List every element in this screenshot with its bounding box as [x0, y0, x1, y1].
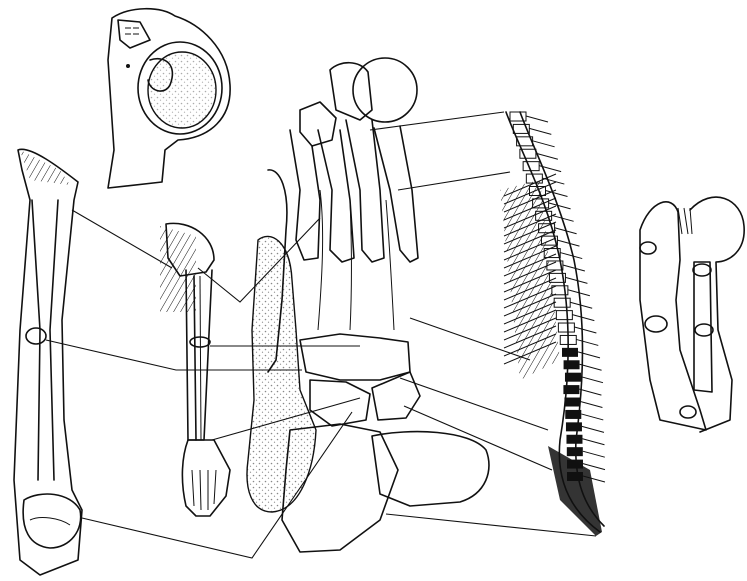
spinous-process [533, 141, 555, 147]
spinous-process [560, 253, 582, 259]
leader-line [400, 378, 548, 430]
spinous-process [578, 352, 600, 358]
spinous-process [582, 426, 604, 432]
vertebra [564, 360, 580, 369]
vertebra [567, 447, 583, 456]
small-bone-drawing [640, 197, 744, 432]
leader-line [398, 172, 510, 190]
vertebra [565, 410, 581, 419]
spinous-process [581, 414, 603, 420]
vertebra [554, 298, 570, 307]
leader-line [386, 514, 596, 536]
foot-skeleton-drawing [247, 58, 489, 552]
spinous-process [574, 327, 596, 333]
spinous-process [582, 439, 604, 445]
spinous-process [526, 116, 548, 122]
vertebra [566, 435, 582, 444]
vertebra [566, 422, 582, 431]
vertebra [563, 385, 579, 394]
spinous-process [583, 451, 605, 457]
vertebra [556, 311, 572, 320]
vertebra [558, 323, 574, 332]
skull-section-drawing [108, 9, 230, 188]
spinous-process [576, 339, 598, 345]
leader-lines [46, 112, 596, 558]
leg-bone-drawing [14, 149, 82, 575]
spinous-process [572, 315, 594, 321]
vertebra [523, 162, 539, 171]
leader-line [410, 318, 530, 360]
vertebral-column-drawing [500, 112, 605, 536]
spinous-process [579, 389, 601, 395]
leader-line [72, 210, 172, 268]
vertebra [562, 348, 578, 357]
spinous-process [581, 377, 603, 383]
spinous-process [529, 128, 551, 134]
vertebra [564, 398, 580, 407]
vertebra [565, 373, 581, 382]
leader-line [404, 406, 552, 470]
spinous-process [563, 265, 585, 271]
spinous-process [580, 402, 602, 408]
